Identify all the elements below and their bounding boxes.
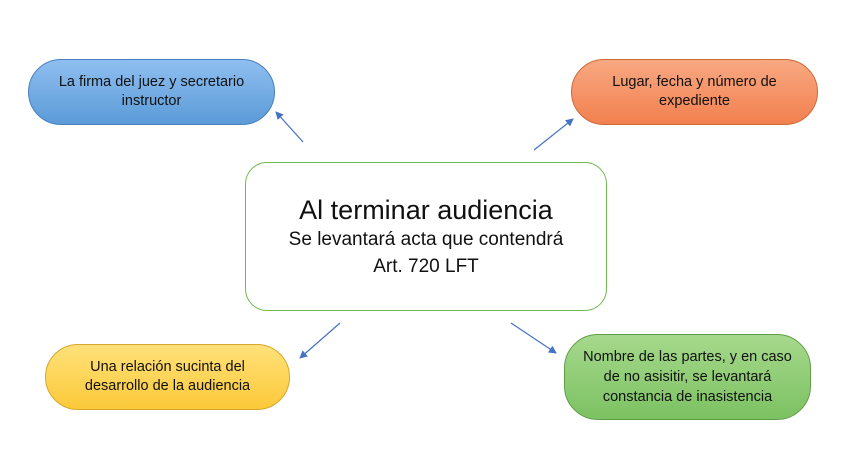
node-firma: La firma del juez y secretario instructo… [28, 59, 275, 125]
center-reference: Art. 720 LFT [373, 255, 479, 277]
node-lugar-fecha-label: Lugar, fecha y número de expediente [612, 74, 777, 109]
node-nombre-partes: Nombre de las partes, y en caso de no as… [564, 334, 811, 420]
node-lugar-fecha: Lugar, fecha y número de expediente [571, 59, 818, 125]
node-relacion-label: Una relación sucinta del desarrollo de l… [84, 359, 251, 394]
arrow-to-bottom-left [299, 322, 341, 359]
node-nombre-partes-label: Nombre de las partes, y en caso de no as… [583, 349, 792, 405]
node-firma-label: La firma del juez y secretario instructo… [58, 74, 245, 109]
center-subtitle: Se levantará acta que contendrá [288, 228, 564, 250]
arrow-to-top-left [275, 111, 304, 143]
center-title: Al terminar audiencia [299, 194, 553, 225]
arrow-to-bottom-right [510, 322, 557, 354]
center-node: Al terminar audiencia Se levantará acta … [245, 162, 607, 311]
arrow-to-top-right [533, 118, 574, 151]
node-relacion: Una relación sucinta del desarrollo de l… [45, 344, 290, 410]
